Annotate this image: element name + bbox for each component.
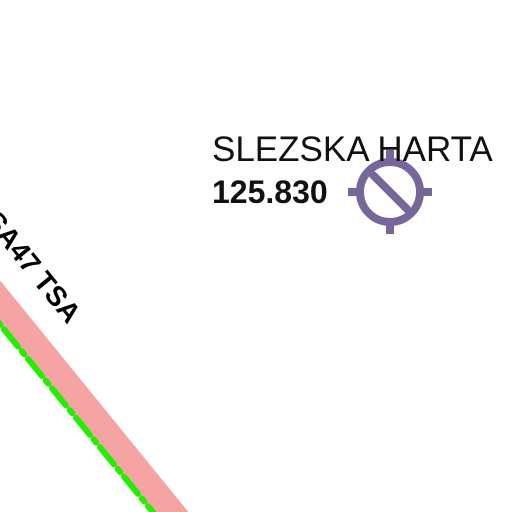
navaid-name-label: SLEZSKA HARTA bbox=[212, 130, 493, 169]
tsa-boundary-dashed-line bbox=[0, 319, 157, 512]
vor-navaid-icon[interactable] bbox=[348, 150, 432, 234]
navaid-frequency-label: 125.830 bbox=[212, 174, 328, 210]
tsa-corridor-band bbox=[0, 280, 189, 512]
